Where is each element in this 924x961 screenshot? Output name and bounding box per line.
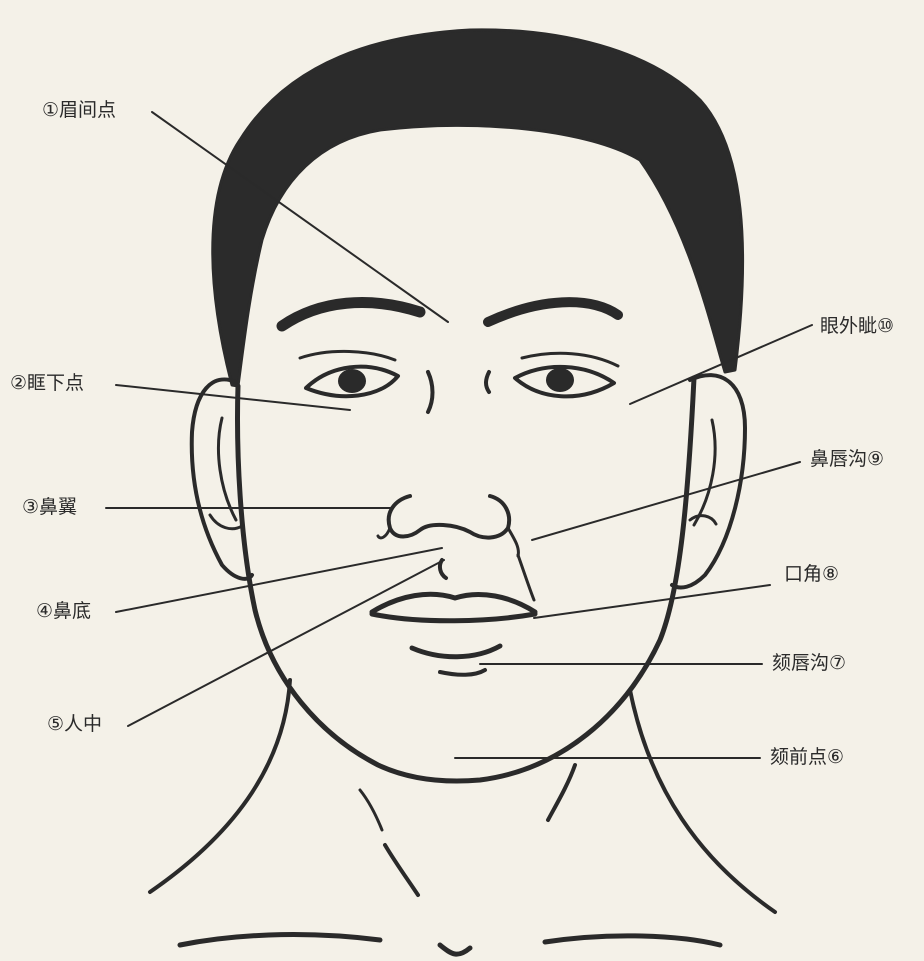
labiomental-fold — [412, 646, 500, 657]
label-orbitale: ②眶下点 — [10, 374, 84, 393]
neck-left — [150, 680, 290, 892]
label-subnasale: ④鼻底 — [36, 602, 91, 621]
label-exocanthion: 眼外眦⑩ — [820, 317, 894, 336]
label-nasolabial-fold: 鼻唇沟⑨ — [810, 450, 884, 469]
label-labiomental-fold: 颏唇沟⑦ — [772, 654, 846, 673]
hair — [213, 30, 743, 386]
nose — [389, 496, 509, 538]
label-pogonion: 颏前点⑥ — [770, 748, 844, 767]
upper-lip — [372, 594, 535, 612]
leader-line-9 — [532, 462, 800, 540]
lower-lip — [372, 614, 535, 621]
leader-line-2 — [116, 385, 350, 410]
neck-right — [630, 690, 775, 912]
face-outline — [238, 378, 694, 781]
leader-line-8 — [534, 585, 770, 618]
label-glabella: ①眉间点 — [42, 101, 116, 120]
left-eyebrow — [282, 303, 420, 326]
label-cheilion: 口角⑧ — [784, 565, 839, 584]
label-ala-nasi: ③鼻翼 — [22, 498, 77, 517]
label-philtrum: ⑤人中 — [47, 715, 102, 734]
right-eyebrow — [488, 302, 618, 322]
